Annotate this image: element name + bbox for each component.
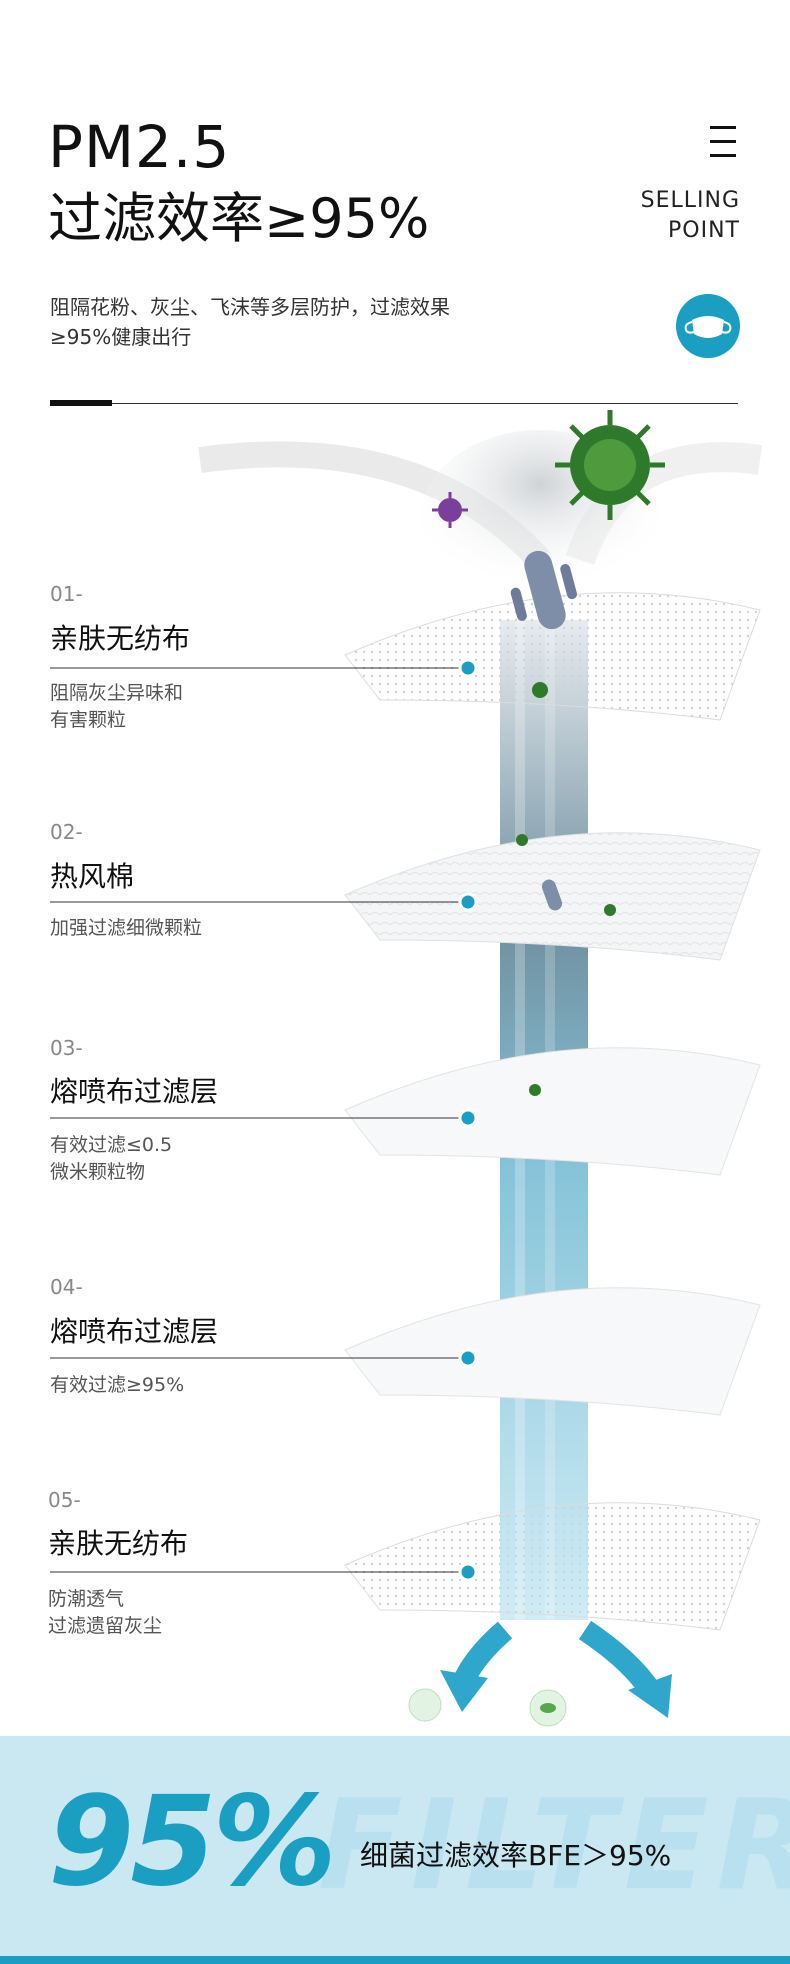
- filter-watermark: FILTER: [318, 1774, 790, 1918]
- layer-desc: 阻隔灰尘异味和 有害颗粒: [50, 682, 184, 731]
- layer-number: 05-: [48, 1488, 81, 1512]
- bottom-stripe: [0, 1956, 790, 1964]
- arrow-head-left: [440, 1670, 488, 1712]
- layer-desc: 有效过滤≥95%: [50, 1374, 185, 1396]
- layer-desc: 加强过滤细微颗粒: [50, 917, 203, 939]
- layer-desc: 有效过滤≤0.5 微米颗粒物: [50, 1134, 173, 1183]
- header-divider-accent: [50, 400, 112, 406]
- page-title-secondary: 过滤效率≥95%: [48, 187, 430, 250]
- layer-title: 熔喷布过滤层: [50, 1315, 219, 1348]
- layer-number: 01-: [50, 582, 83, 606]
- big-percentage: 95%: [48, 1770, 337, 1914]
- layer-number: 03-: [50, 1036, 83, 1060]
- mask-icon: [676, 294, 740, 358]
- layer-desc: 防潮透气 过滤遗留灰尘: [48, 1588, 163, 1637]
- layer-title: 热风棉: [50, 860, 135, 893]
- layer-sheet-4: [344, 1287, 761, 1416]
- header-divider: [50, 403, 738, 404]
- bacteria-icon: [510, 550, 577, 630]
- layer-sheet-5: [344, 1502, 761, 1631]
- selling-point-label: SELLING POINT: [640, 188, 740, 243]
- layer-title: 熔喷布过滤层: [50, 1075, 219, 1108]
- menu-icon[interactable]: [708, 122, 738, 162]
- layer-title: 亲肤无纺布: [50, 622, 191, 655]
- leader-lines: [50, 667, 468, 1573]
- arrow-icon-right: [578, 1620, 660, 1697]
- layer-number: 02-: [50, 820, 83, 844]
- virus-icon-large: [555, 410, 665, 520]
- layer-title: 亲肤无纺布: [48, 1527, 189, 1560]
- page-title: PM2.5: [48, 113, 231, 181]
- virus-icon-small: [516, 682, 616, 1096]
- bacteria-icon-small: [541, 879, 563, 911]
- layer-sheet-3: [344, 1047, 761, 1176]
- bfe-efficiency-text: 细菌过滤效率BFE＞95%: [360, 1839, 672, 1872]
- layer-sheet-1: [344, 592, 761, 721]
- layer-number: 04-: [50, 1275, 83, 1299]
- summary-band: [0, 1736, 790, 1964]
- virus-icon-purple: [432, 492, 468, 528]
- leader-dots: [458, 658, 478, 1582]
- page-subtitle: 阻隔花粉、灰尘、飞沫等多层防护，过滤效果≥95%健康出行: [50, 295, 450, 349]
- arrow-head-right: [628, 1674, 672, 1718]
